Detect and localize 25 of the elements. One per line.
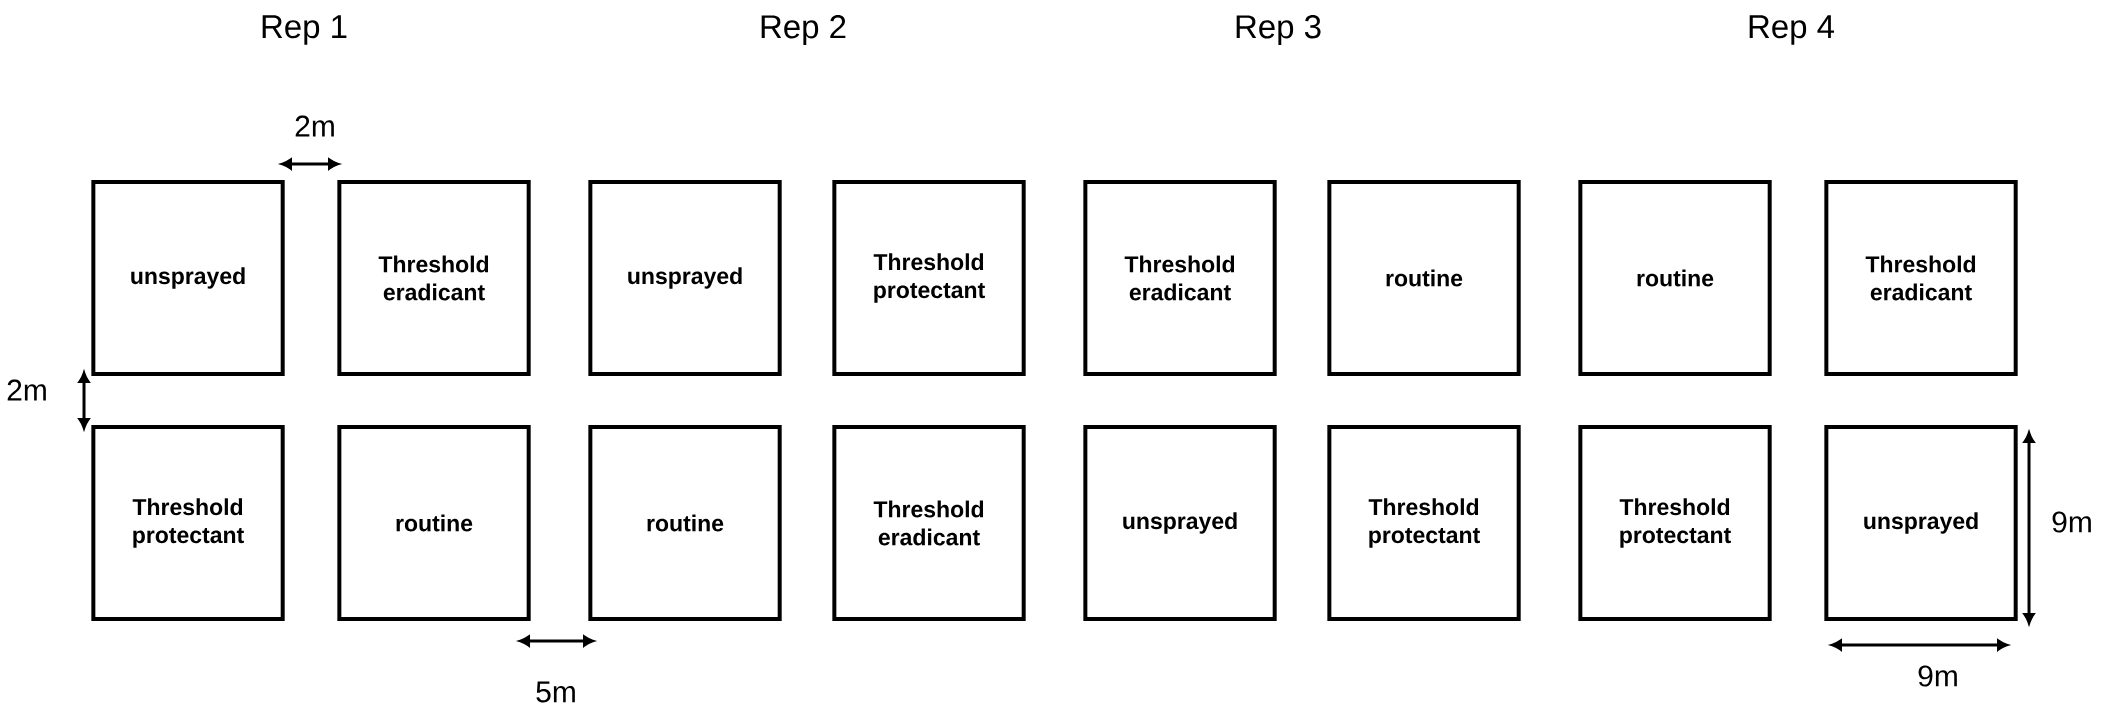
- dimension-label: 2m: [295, 115, 334, 137]
- column-title: Rep 2: [761, 15, 846, 45]
- plot-box: unsprayed: [1083, 425, 1277, 621]
- dimension-label: 9m: [1918, 665, 1957, 687]
- plot-box: Threshold eradicant: [1824, 180, 2018, 376]
- column-title: Rep 4: [1749, 15, 1835, 45]
- column-title: Rep 3: [1236, 15, 1321, 45]
- dimension-label: 9m: [2052, 511, 2091, 533]
- dimension-label: 2m: [7, 379, 46, 401]
- plot-box: Threshold eradicant: [832, 425, 1026, 621]
- plot-box: Threshold eradicant: [337, 180, 531, 376]
- plot-box: unsprayed: [91, 180, 285, 376]
- plot-box: unsprayed: [1824, 425, 2018, 621]
- plot-box: Threshold protectant: [832, 180, 1026, 376]
- plot-box: Threshold protectant: [1327, 425, 1521, 621]
- plot-box: Threshold protectant: [91, 425, 285, 621]
- plot-box: routine: [337, 425, 531, 621]
- column-title: Rep 1: [262, 15, 347, 45]
- plot-box: routine: [1327, 180, 1521, 376]
- plot-box: Threshold eradicant: [1083, 180, 1277, 376]
- plot-box: routine: [588, 425, 782, 621]
- dimension-label: 5m: [536, 681, 575, 703]
- plot-box: routine: [1578, 180, 1772, 376]
- plot-box: unsprayed: [588, 180, 782, 376]
- plot-box: Threshold protectant: [1578, 425, 1772, 621]
